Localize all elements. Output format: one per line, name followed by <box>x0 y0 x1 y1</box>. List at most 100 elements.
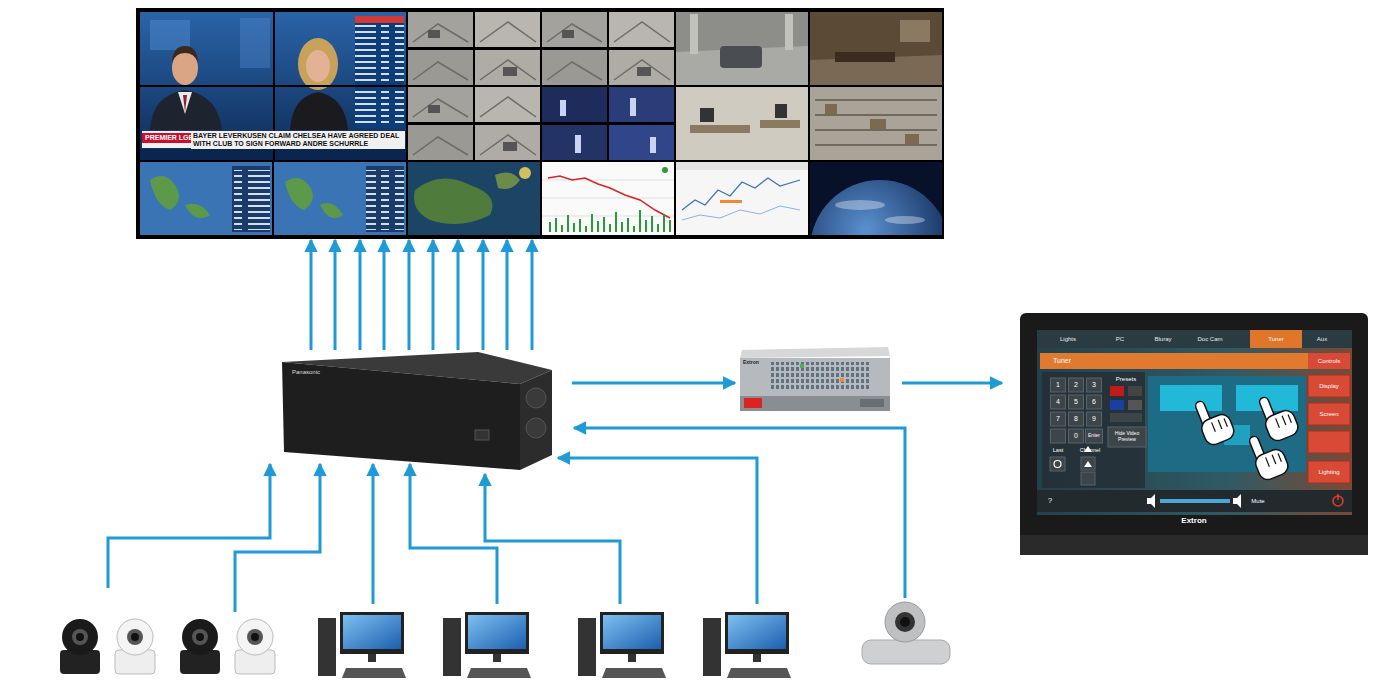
video-wall-art-part <box>760 120 800 128</box>
video-wall-art-part <box>355 16 404 23</box>
video-wall-art-part <box>232 170 270 230</box>
touch-panel-art-part <box>1110 386 1124 396</box>
video-wall-art-part <box>542 87 674 160</box>
ui-label: 6 <box>1092 398 1096 406</box>
touch-panel-art-part-part <box>1051 429 1066 443</box>
input-arrows-part <box>235 464 320 612</box>
video-wall-art-part <box>548 176 670 218</box>
touch-panel: Extron <box>1020 313 1370 555</box>
pc-icons-part-part <box>343 615 401 649</box>
video-wall-art-part-part <box>542 87 607 122</box>
touch-panel-art-part-part <box>1086 429 1103 443</box>
ui-label: Screen <box>1319 411 1338 418</box>
video-wall-art-part <box>150 20 190 50</box>
ui-label: Doc Cam <box>1197 336 1222 343</box>
video-wall-art-part <box>366 166 404 232</box>
control-processor-art-part <box>740 396 890 411</box>
pc-icons-part <box>318 612 406 678</box>
video-wall-art-part <box>550 210 670 232</box>
pc-icons-part-part <box>318 618 336 676</box>
signal-arrow <box>432 240 435 350</box>
control-processor-art <box>740 347 890 411</box>
processor-art-part <box>526 418 546 438</box>
video-wall-art-part <box>140 162 272 235</box>
ui-label: 5 <box>1074 398 1078 406</box>
video-wall-art-part <box>905 134 919 144</box>
ticker-tag: PREMIER LGE <box>142 133 196 143</box>
touch-panel-art-part <box>1054 461 1061 468</box>
ui-label: ? <box>1048 496 1052 505</box>
pc-icons-part <box>703 612 791 678</box>
pc-icons-part-part <box>725 612 789 654</box>
video-wall-art-part <box>140 85 406 87</box>
ui-label: Tuner <box>1053 357 1071 365</box>
touch-panel-art-part <box>1084 446 1092 467</box>
pc-icons-part-part <box>703 618 721 676</box>
camera-icons-part <box>127 629 143 645</box>
video-wall-art-part <box>682 206 800 220</box>
video-wall-art-part <box>810 87 942 160</box>
input-arrows-part <box>372 464 375 604</box>
codec-camera-icon-part <box>862 640 950 664</box>
video-wall-art-part <box>662 167 668 173</box>
video-wall-art-part <box>408 87 540 160</box>
ui-label: 3 <box>1092 381 1096 389</box>
signal-arrow <box>482 240 485 350</box>
control-processor-art-part <box>740 347 890 358</box>
codec-camera-icon-part <box>885 602 925 642</box>
pc-icons-part-part <box>753 654 761 662</box>
ui-label: Mute <box>1251 498 1264 505</box>
signal-arrow <box>457 240 460 350</box>
video-wall-art-part <box>408 12 540 85</box>
video-wall-art-part <box>690 125 750 133</box>
video-wall-art-part <box>240 18 270 68</box>
touch-panel-art-part <box>1160 385 1222 411</box>
ui-label: 1 <box>1056 381 1060 389</box>
video-wall-art-part <box>495 172 520 189</box>
processor-art-part <box>282 362 520 470</box>
video-wall-art-part <box>542 162 674 235</box>
ui-label: 2 <box>1074 381 1078 389</box>
signal-arrow <box>506 240 509 350</box>
video-wall-art-part <box>676 12 808 85</box>
video-wall-art-part <box>785 14 793 50</box>
processor-art-part <box>526 388 546 408</box>
pc-icons-part-part <box>578 618 596 676</box>
pc-icons-part-part <box>727 668 791 678</box>
pc-icons-part-part <box>628 654 636 662</box>
video-wall-art-part <box>810 180 942 235</box>
ui-label: 7 <box>1056 415 1060 423</box>
video-wall-art-part <box>285 178 343 218</box>
camera-icons-part <box>131 633 139 641</box>
touch-panel-art-part-part <box>1087 412 1102 426</box>
processor-art <box>282 352 552 470</box>
video-wall-art-part <box>690 14 698 54</box>
video-wall-art-part-part <box>810 180 942 235</box>
touch-panel-art-part <box>1050 378 1146 485</box>
camera-icons-part <box>76 633 84 641</box>
ui-label: 8 <box>1074 415 1078 423</box>
pc-icons-part-part <box>600 612 664 654</box>
video-wall-art-part <box>150 90 222 130</box>
video-wall-art-part <box>142 131 404 148</box>
video-wall-art-part <box>274 162 406 235</box>
touch-panel-art-part <box>1308 375 1350 483</box>
signal-arrow <box>359 240 362 350</box>
pc-icons-part-part <box>602 668 666 678</box>
video-wall-art-part <box>542 12 674 85</box>
camera-icons-part <box>251 633 259 641</box>
video-wall-art-part-part <box>650 137 656 153</box>
touch-panel-art-part <box>1160 499 1230 503</box>
ui-label: Hide Video Preview <box>1110 431 1144 443</box>
video-wall-art <box>136 8 950 320</box>
signal-arrow <box>383 240 386 350</box>
video-wall-art-part-part <box>885 216 925 224</box>
touch-panel-art-part-part <box>1069 412 1084 426</box>
video-wall-art-part <box>290 92 348 130</box>
ui-label: Channel <box>1080 447 1101 453</box>
camera-icons-part <box>117 619 153 655</box>
touch-panel-art-part-part <box>1069 429 1084 443</box>
video-wall-art-part <box>835 52 895 62</box>
